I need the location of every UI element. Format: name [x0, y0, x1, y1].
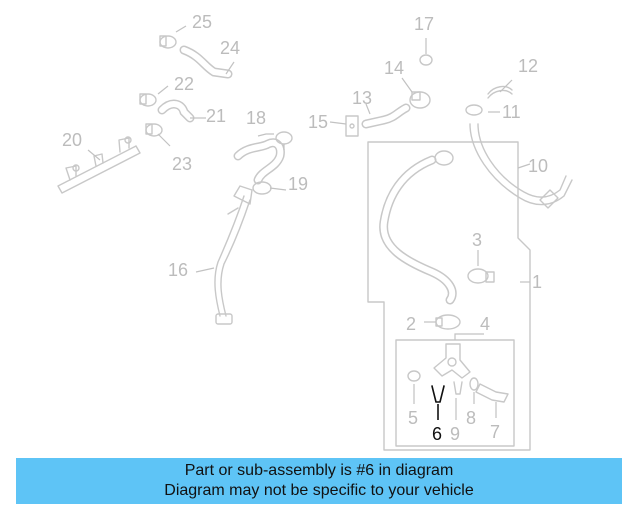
pipe-16: [214, 185, 253, 325]
hose-13: [361, 103, 411, 129]
clip-9: [453, 381, 463, 395]
callout-labels: 25 24 22 21 23 20 18 19 16 15 13 14 17 1…: [62, 12, 548, 444]
seal-5: [407, 370, 421, 382]
clamp-2: [435, 314, 461, 330]
hose-assembly-frame: [367, 141, 531, 451]
connector-4: [433, 343, 471, 379]
callout-23: 23: [172, 154, 192, 174]
callout-17: 17: [414, 14, 434, 34]
leader-lines: [87, 25, 531, 420]
diagram-caption-banner: Part or sub-assembly is #6 in diagram Di…: [16, 458, 622, 504]
seal-17: [419, 54, 433, 66]
callout-2: 2: [406, 314, 416, 334]
parts-diagram: 25 24 22 21 23 20 18 19 16 15 13 14 17 1…: [57, 12, 573, 451]
clamp-22: [139, 93, 157, 107]
callout-1: 1: [532, 272, 542, 292]
hose-24: [179, 45, 233, 79]
caption-disclaimer: Diagram may not be specific to your vehi…: [164, 482, 474, 499]
callout-15: 15: [308, 112, 328, 132]
callout-14: 14: [384, 58, 404, 78]
clamp-3: [467, 268, 495, 284]
callout-19: 19: [288, 174, 308, 194]
hose-21: [157, 99, 195, 123]
callout-12: 12: [518, 56, 538, 76]
water-pipe-assembly: [57, 136, 141, 194]
callout-24: 24: [220, 38, 240, 58]
callout-3: 3: [472, 230, 482, 250]
callout-4: 4: [480, 314, 490, 334]
sub-assembly-box-4: [395, 333, 515, 447]
callout-18: 18: [246, 108, 266, 128]
callout-6: 6: [432, 424, 442, 444]
seal-11: [465, 104, 483, 116]
caption-part-note: Part or sub-assembly is #6 in diagram: [184, 462, 454, 479]
callout-9: 9: [450, 424, 460, 444]
callout-7: 7: [490, 422, 500, 442]
callout-11: 11: [502, 102, 521, 122]
callout-25: 25: [192, 12, 212, 32]
clamp-14: [409, 91, 431, 109]
hose-1-main: [379, 150, 457, 305]
callout-13: 13: [352, 88, 372, 108]
clamp-25: [159, 35, 177, 49]
callout-10: 10: [528, 156, 548, 176]
callout-21: 21: [206, 106, 226, 126]
callout-5: 5: [408, 408, 418, 428]
pipe-10: [469, 123, 573, 209]
hose-18: [233, 138, 285, 185]
callout-20: 20: [62, 130, 82, 150]
callout-8: 8: [466, 408, 476, 428]
callout-16: 16: [168, 260, 188, 280]
clip-6-highlighted: [431, 385, 445, 403]
seal-8: [469, 377, 479, 391]
bracket-15: [345, 115, 359, 137]
sensor-7: [475, 383, 509, 403]
callout-22: 22: [174, 74, 194, 94]
seal-12: [487, 85, 513, 99]
clamp-23: [145, 123, 163, 137]
